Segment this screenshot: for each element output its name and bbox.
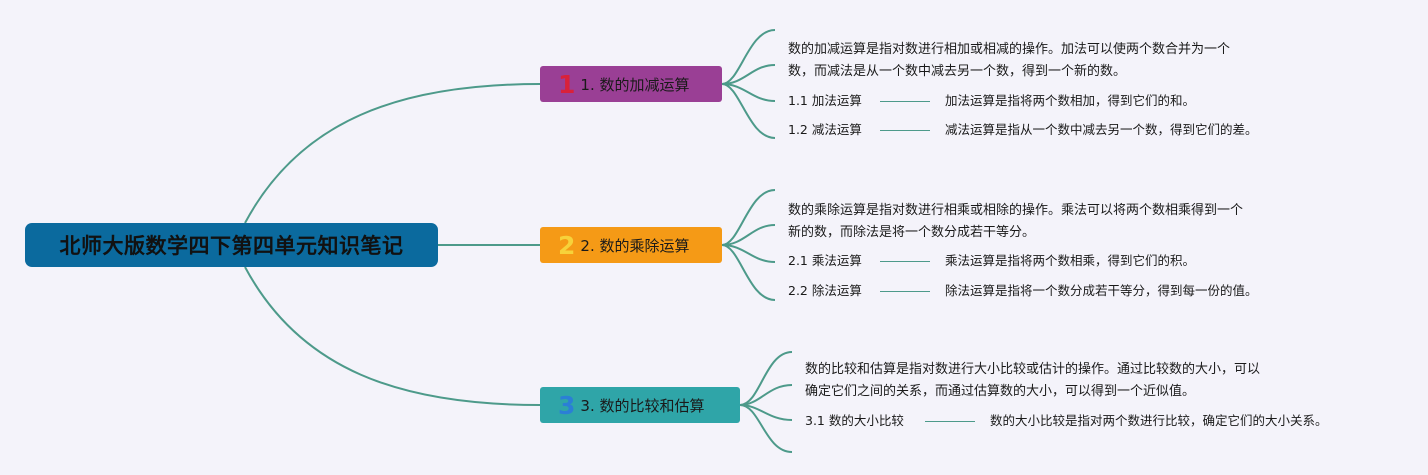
branch-description-3-line-1: 数的比较和估算是指对数进行大小比较或估计的操作。通过比较数的大小，可以 (805, 362, 1261, 377)
sub-node-3-1-text: 数的大小比较是指对两个数进行比较，确定它们的大小关系。 (990, 413, 1328, 428)
branch-node-1[interactable]: 1 1. 数的加减运算 (540, 66, 722, 102)
sub-node-2-2-connector (880, 291, 930, 292)
branch-description-3: 数的比较和估算是指对数进行大小比较或估计的操作。通过比较数的大小，可以 确定它们… (805, 359, 1260, 403)
branch-description-1: 数的加减运算是指对数进行相加或相减的操作。加法可以使两个数合并为一个 数，而减法… (788, 39, 1230, 83)
branch-description-1-line-2: 数，而减法是从一个数中减去另一个数，得到一个新的数。 (788, 64, 1127, 79)
sub-node-1-2-connector (880, 130, 930, 131)
sub-node-1-2-text: 减法运算是指从一个数中减去另一个数，得到它们的差。 (945, 122, 1258, 137)
sub-node-2-1-label[interactable]: 2.1 乘法运算 (788, 253, 862, 268)
number-badge-2: 2 (558, 230, 576, 260)
sub-node-3-1-connector (925, 421, 975, 422)
connector-root-to-branch-1 (244, 83, 541, 224)
branch-node-2[interactable]: 2 2. 数的乘除运算 (540, 227, 722, 263)
branch-node-3[interactable]: 3 3. 数的比较和估算 (540, 387, 740, 423)
sub-node-2-2-label[interactable]: 2.2 除法运算 (788, 283, 862, 298)
branch-description-2-line-2: 新的数，而除法是将一个数分成若干等分。 (788, 225, 1036, 240)
sub-node-1-1-text: 加法运算是指将两个数相加，得到它们的和。 (945, 93, 1196, 108)
root-node[interactable]: 北师大版数学四下第四单元知识笔记 (25, 223, 438, 267)
branch-description-1-line-1: 数的加减运算是指对数进行相加或相减的操作。加法可以使两个数合并为一个 (788, 42, 1231, 57)
branch-label-3: 3. 数的比较和估算 (580, 396, 705, 415)
sub-node-2-2-text: 除法运算是指将一个数分成若干等分，得到每一份的值。 (945, 283, 1258, 298)
number-badge-3: 3 (558, 390, 576, 420)
branch-description-3-line-2: 确定它们之间的关系，而通过估算数的大小，可以得到一个近似值。 (805, 384, 1196, 399)
connector-root-to-branch-3 (244, 266, 541, 406)
branch-description-2-line-1: 数的乘除运算是指对数进行相乘或相除的操作。乘法可以将两个数相乘得到一个 (788, 203, 1244, 218)
branch-label-2: 2. 数的乘除运算 (580, 236, 690, 255)
sub-node-1-1-label[interactable]: 1.1 加法运算 (788, 93, 862, 108)
sub-node-1-2-label[interactable]: 1.2 减法运算 (788, 122, 862, 137)
number-badge-1: 1 (558, 69, 576, 99)
sub-node-2-1-text: 乘法运算是指将两个数相乘，得到它们的积。 (945, 253, 1196, 268)
branch-label-1: 1. 数的加减运算 (580, 75, 690, 94)
sub-node-1-1-connector (880, 101, 930, 102)
branch-description-2: 数的乘除运算是指对数进行相乘或相除的操作。乘法可以将两个数相乘得到一个 新的数，… (788, 200, 1243, 244)
sub-node-3-1-label[interactable]: 3.1 数的大小比较 (805, 413, 904, 428)
root-title: 北师大版数学四下第四单元知识笔记 (59, 234, 404, 258)
sub-node-2-1-connector (880, 261, 930, 262)
